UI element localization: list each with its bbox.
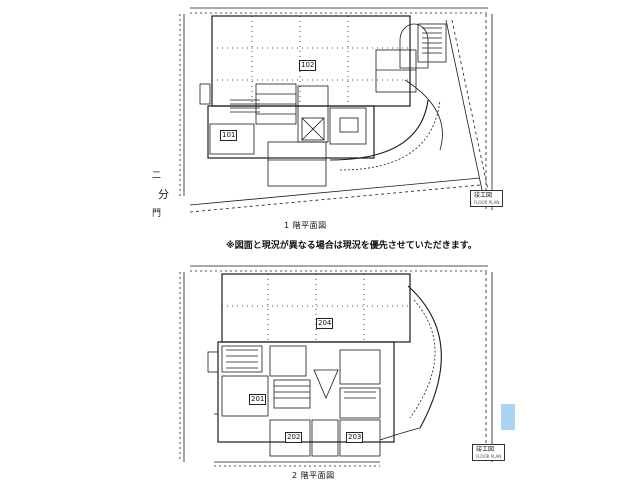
room-label-102: 102 xyxy=(299,60,317,71)
room-label-201: 201 xyxy=(249,394,267,405)
floor1-plan xyxy=(179,7,493,213)
accent-strip xyxy=(501,404,515,430)
side-fragment-3: 門 xyxy=(152,209,162,219)
room-label-101: 101 xyxy=(220,130,238,141)
side-fragment-2: 分 xyxy=(158,188,169,201)
floor2-stamp-text: 竣工図 xyxy=(476,446,495,453)
floor1-caption: 1 階平面図 xyxy=(284,221,327,230)
floor1-stamp-sub: FLOOR PLAN xyxy=(474,200,500,205)
floor2-plan xyxy=(179,265,493,467)
floor1-stamp-text: 竣工図 xyxy=(474,192,493,199)
room-label-202: 202 xyxy=(285,432,303,443)
side-fragment-1: 二 xyxy=(152,171,162,181)
room-label-204: 204 xyxy=(316,318,334,329)
floor2-stamp-sub: FLOOR PLAN xyxy=(476,454,502,459)
floor1-stamp: 竣工図 FLOOR PLAN xyxy=(470,190,504,207)
room-label-203: 203 xyxy=(346,432,364,443)
floor2-caption: 2 階平面図 xyxy=(292,471,335,480)
disclaimer-notice: ※図面と現況が異なる場合は現況を優先させていただきます。 xyxy=(226,241,477,251)
floor2-stamp: 竣工図 FLOOR PLAN xyxy=(472,444,506,461)
